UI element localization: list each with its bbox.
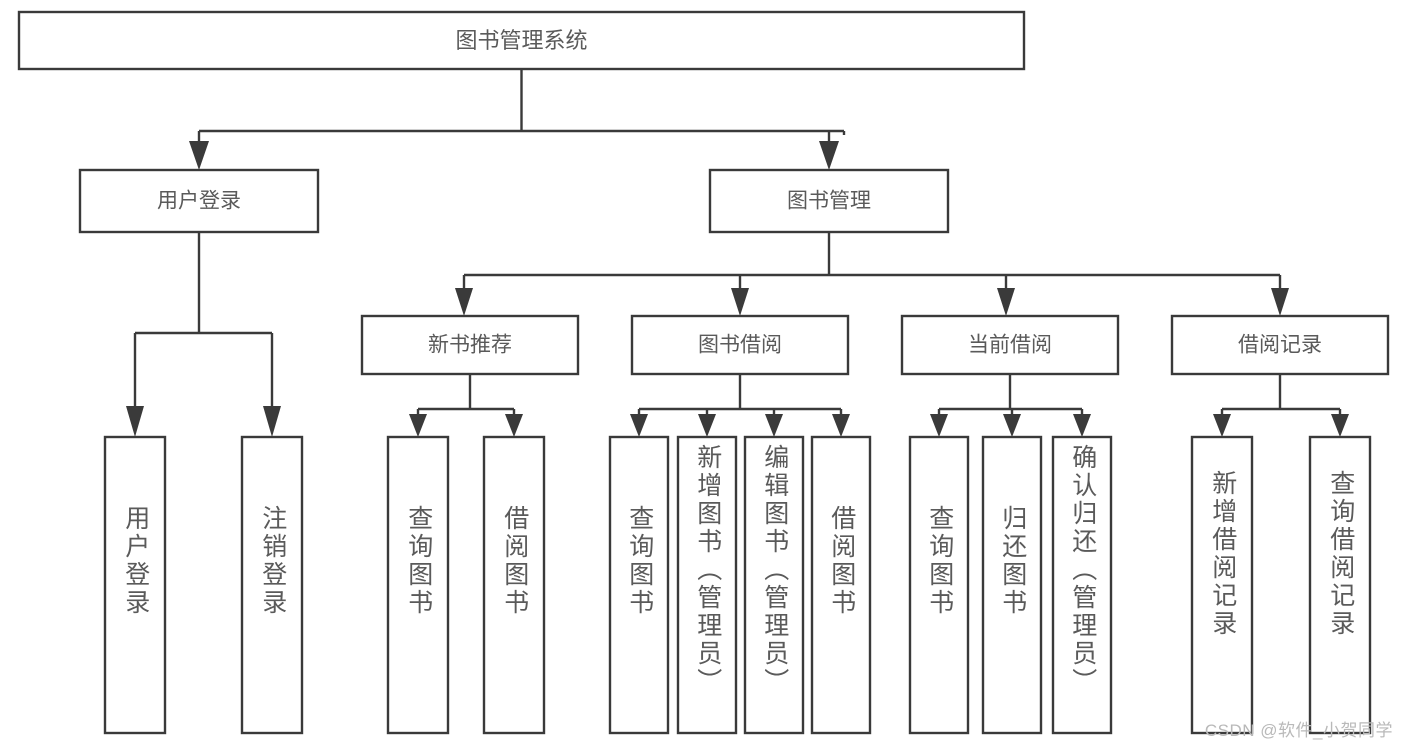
arrow-head-icon bbox=[630, 414, 648, 437]
node-root-box[interactable] bbox=[17, 10, 1026, 71]
connector-group-book-manage bbox=[455, 232, 1289, 316]
arrow-head-icon bbox=[997, 288, 1015, 316]
node-book-manage[interactable]: 图书管理 bbox=[708, 168, 950, 234]
connector-group-book-borrow bbox=[630, 374, 850, 437]
node-book-manage-label: 图书管理 bbox=[787, 190, 871, 213]
arrow-head-icon bbox=[409, 414, 427, 437]
arrow-head-icon bbox=[1213, 414, 1231, 437]
arrow-head-icon bbox=[1003, 414, 1021, 437]
node-leaf-query-book-1-box[interactable] bbox=[386, 435, 450, 735]
node-leaf-borrow-book-1-box[interactable] bbox=[482, 435, 546, 735]
node-book-borrow-label: 图书借阅 bbox=[698, 334, 782, 357]
arrow-head-icon bbox=[819, 141, 839, 170]
node-current-borrow-box[interactable] bbox=[900, 314, 1120, 376]
node-leaf-logout-box[interactable] bbox=[240, 435, 304, 735]
arrow-head-icon bbox=[832, 414, 850, 437]
connector-group-current-borrow bbox=[930, 374, 1091, 437]
node-user-login[interactable]: 用户登录 bbox=[78, 168, 320, 234]
node-leaf-add-record-box[interactable] bbox=[1190, 435, 1254, 735]
node-borrow-record-box[interactable] bbox=[1170, 314, 1390, 376]
arrow-head-icon bbox=[505, 414, 523, 437]
node-leaf-confirm-return-box[interactable] bbox=[1051, 435, 1113, 735]
node-leaf-query-record-box[interactable] bbox=[1308, 435, 1372, 735]
node-book-borrow-box[interactable] bbox=[630, 314, 850, 376]
connector-group-root bbox=[189, 69, 846, 170]
node-current-borrow-label: 当前借阅 bbox=[968, 334, 1052, 357]
node-book-borrow[interactable]: 图书借阅 bbox=[630, 314, 850, 376]
node-book-manage-box[interactable] bbox=[708, 168, 950, 234]
node-new-book-rec-label: 新书推荐 bbox=[428, 334, 512, 357]
arrow-head-icon bbox=[765, 414, 783, 437]
arrow-head-icon bbox=[1271, 288, 1289, 316]
arrow-head-icon bbox=[189, 141, 209, 170]
node-borrow-record[interactable]: 借阅记录 bbox=[1170, 314, 1390, 376]
connector-group-borrow-record bbox=[1213, 374, 1349, 437]
node-leaf-return-book-box[interactable] bbox=[981, 435, 1043, 735]
connector-group-user-login bbox=[126, 232, 281, 437]
node-leaf-query-book-3-box[interactable] bbox=[908, 435, 970, 735]
arrow-head-icon bbox=[1331, 414, 1349, 437]
node-root[interactable]: 图书管理系统 bbox=[17, 10, 1026, 71]
arrow-head-icon bbox=[455, 288, 473, 316]
watermark-text: CSDN @软件_小贺同学 bbox=[1204, 721, 1393, 740]
node-current-borrow[interactable]: 当前借阅 bbox=[900, 314, 1120, 376]
node-borrow-record-label: 借阅记录 bbox=[1238, 334, 1322, 357]
arrow-head-icon bbox=[126, 406, 144, 437]
node-root-label: 图书管理系统 bbox=[455, 28, 587, 53]
node-user-login-label: 用户登录 bbox=[157, 190, 241, 213]
node-leaf-query-book-2-box[interactable] bbox=[608, 435, 670, 735]
node-leaf-user-login-box[interactable] bbox=[103, 435, 167, 735]
node-leaf-borrow-book-2-box[interactable] bbox=[810, 435, 872, 735]
connector-group-new-book-rec bbox=[409, 374, 523, 437]
node-leaf-add-book-box[interactable] bbox=[676, 435, 738, 735]
arrow-head-icon bbox=[930, 414, 948, 437]
arrow-head-icon bbox=[698, 414, 716, 437]
node-new-book-rec-box[interactable] bbox=[360, 314, 580, 376]
arrow-head-icon bbox=[731, 288, 749, 316]
node-new-book-rec[interactable]: 新书推荐 bbox=[360, 314, 580, 376]
node-user-login-box[interactable] bbox=[78, 168, 320, 234]
arrow-head-icon bbox=[1073, 414, 1091, 437]
arrow-head-icon bbox=[263, 406, 281, 437]
node-leaf-edit-book-box[interactable] bbox=[743, 435, 805, 735]
